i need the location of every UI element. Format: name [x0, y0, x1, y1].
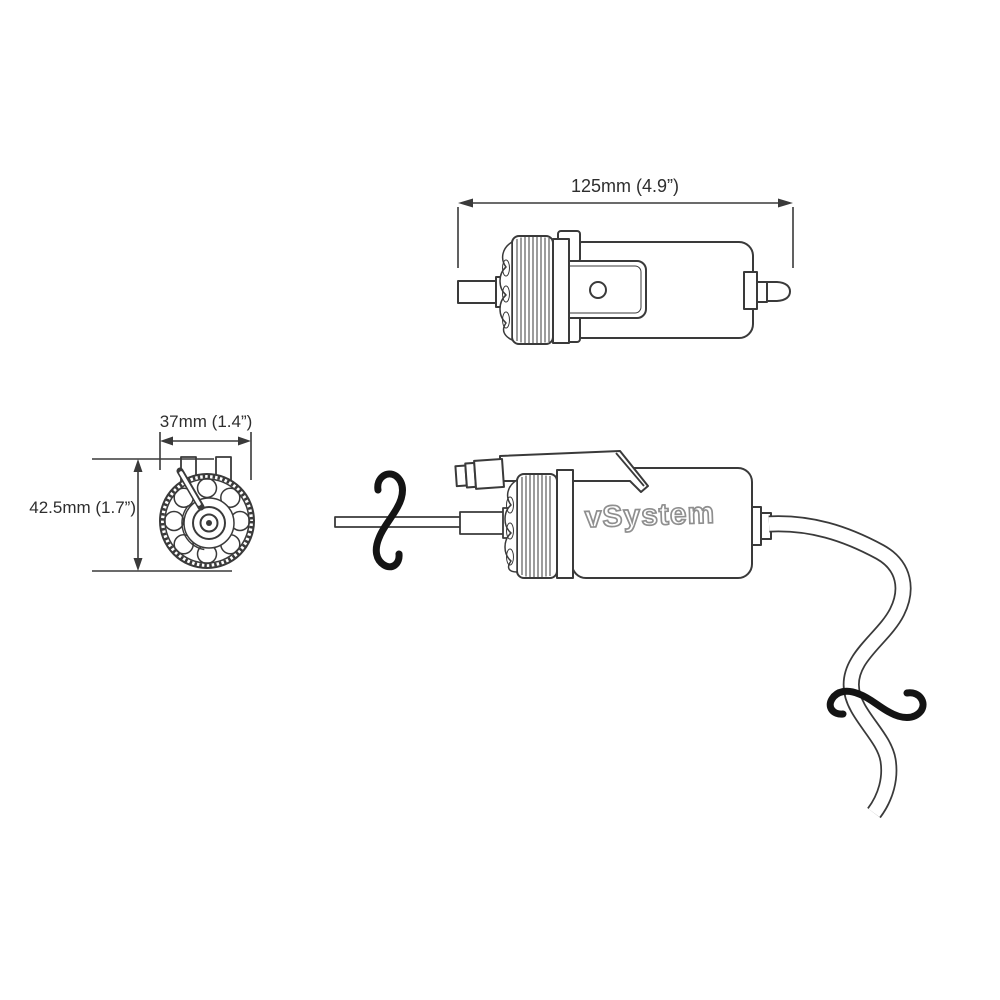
- knurled-knob: [499, 235, 570, 345]
- knurl-ring: [160, 474, 254, 568]
- break-symbol-icon: [826, 687, 927, 721]
- wheel-hub: [181, 497, 235, 551]
- length-dimension-label: 125mm (4.9”): [570, 176, 680, 196]
- height-dimension-label: 42.5mm (1.7”): [29, 498, 136, 517]
- main-side-view: [334, 450, 927, 819]
- drive-shaft: [334, 507, 518, 539]
- top-side-view: [457, 198, 794, 345]
- height-dimension-arrow: [92, 458, 232, 572]
- cable: [768, 515, 912, 819]
- brand-logo: vSystem: [583, 496, 716, 535]
- length-dimension-arrow: [457, 198, 794, 268]
- knurled-knob: [504, 469, 574, 579]
- cable-connector: [751, 506, 772, 546]
- wheel-lever: [176, 467, 205, 511]
- top-nozzle: [454, 457, 505, 490]
- clip-hole: [589, 281, 607, 299]
- width-dimension-label: 37mm (1.4”): [159, 412, 253, 431]
- outlet-nozzle: [743, 271, 791, 310]
- width-dimension-arrow: [159, 432, 252, 480]
- break-symbol-icon: [372, 470, 406, 571]
- front-wheel: [159, 467, 255, 569]
- front-view: [92, 432, 255, 572]
